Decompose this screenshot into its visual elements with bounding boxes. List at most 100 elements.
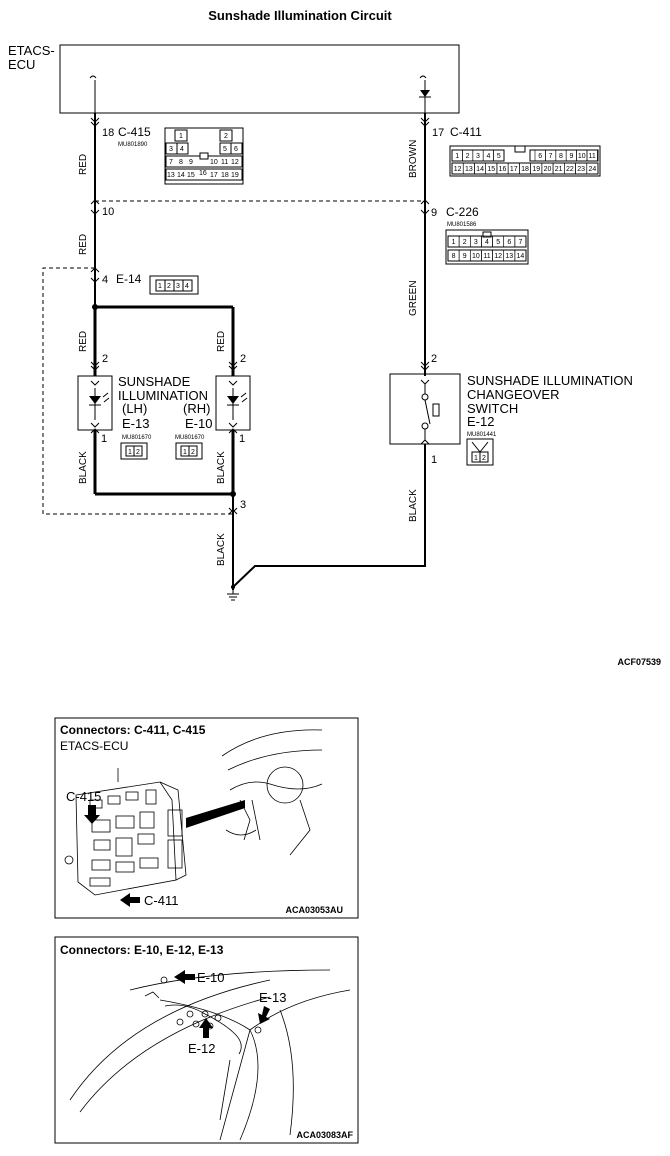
connector-box-e10-e12-e13 — [54, 936, 359, 1144]
c411-cell: 2 — [466, 153, 470, 160]
c415-cell: 10 — [210, 159, 218, 166]
pin-1-lh: 1 — [101, 433, 107, 445]
e14-cell: 4 — [185, 283, 189, 290]
pin-1-switch: 1 — [431, 454, 437, 466]
switch-label-2: CHANGEOVER — [467, 387, 559, 402]
arrow-e10-icon — [174, 970, 195, 984]
connector-c226-label: C-226 — [446, 205, 479, 219]
c415-cell: 12 — [231, 159, 239, 166]
c415-cell: 1 — [179, 133, 183, 140]
c226-cell: 14 — [517, 253, 525, 260]
c226-cell: 3 — [474, 239, 478, 246]
shield-outline — [42, 267, 233, 515]
c411-cell: 12 — [454, 166, 462, 173]
switch-actuator-icon — [432, 403, 440, 417]
c415-cell: 6 — [234, 146, 238, 153]
box2-ref: ACA03083AF — [296, 1130, 353, 1140]
part-rh: MU801670 — [175, 435, 205, 441]
c415-cell: 11 — [221, 159, 228, 166]
c411-cell: 20 — [544, 166, 552, 173]
c411-cell: 1 — [455, 153, 459, 160]
pin-17: 17 — [432, 127, 444, 139]
pin-3: 3 — [240, 499, 246, 511]
pin-9: 9 — [431, 207, 437, 219]
pin-4: 4 — [102, 274, 108, 286]
ecu-input-symbol — [89, 75, 97, 79]
c411-cell: 7 — [549, 153, 553, 160]
c411-cell: 21 — [555, 166, 563, 173]
e14-cell: 2 — [167, 283, 171, 290]
e13-cell: 1 — [128, 449, 132, 456]
e12-cell: 2 — [482, 455, 486, 462]
part-lh: MU801670 — [122, 435, 152, 441]
c415-cell: 16 — [199, 170, 207, 177]
e13-connector-face: 1 2 — [120, 442, 148, 460]
switch-label-1: SUNSHADE ILLUMINATION — [467, 373, 633, 388]
sunshade-label-1: SUNSHADE — [118, 374, 191, 389]
etacs-ecu-box — [59, 44, 460, 114]
sunshade-lh: (LH) — [122, 401, 147, 416]
c411-cell: 4 — [486, 153, 490, 160]
c411-cell: 5 — [497, 153, 501, 160]
etacs-label-1: ETACS- — [8, 43, 55, 58]
c226-cell: 2 — [463, 239, 467, 246]
pin-2-rh: 2 — [240, 353, 246, 365]
pin-10: 10 — [102, 206, 114, 218]
box1-subheading: ETACS-ECU — [60, 739, 128, 753]
c226-part: MU801586 — [447, 222, 477, 228]
arrow-e13-icon — [258, 1006, 270, 1024]
led-icon — [89, 396, 101, 404]
wire-red-1: RED — [78, 154, 89, 175]
c415-cell: 3 — [169, 146, 173, 153]
c411-cell: 9 — [569, 153, 573, 160]
wire-red-rh: RED — [216, 331, 227, 352]
c226-cell: 11 — [483, 253, 490, 260]
c411-cell: 22 — [566, 166, 574, 173]
e10-connector-face: 1 2 — [175, 442, 203, 460]
wire-black-rh: BLACK — [216, 451, 227, 484]
c411-cell: 24 — [588, 166, 596, 173]
c415-cell: 2 — [224, 133, 228, 140]
led-icon — [227, 396, 239, 404]
c415-cell: 5 — [223, 146, 227, 153]
c226-cell-border — [514, 249, 527, 262]
pin-18: 18 — [102, 127, 114, 139]
box1-ref: ACA03053AU — [285, 905, 343, 915]
arrow-c415-icon — [84, 805, 100, 824]
zoom-wedge — [186, 800, 245, 828]
callout-e10: E-10 — [197, 970, 224, 985]
c411-cell: 14 — [476, 166, 484, 173]
c411-cell: 3 — [476, 153, 480, 160]
e13-cell: 2 — [136, 449, 140, 456]
c226-cell: 5 — [496, 239, 500, 246]
c415-cell: 4 — [180, 146, 184, 153]
pin-2-lh: 2 — [102, 353, 108, 365]
c415-cell: 18 — [221, 172, 229, 179]
c415-cell: 15 — [187, 172, 195, 179]
figure-ref: ACF07539 — [617, 657, 661, 667]
etacs-ecu-illustration — [64, 768, 187, 896]
sunshade-e10: E-10 — [185, 416, 212, 431]
e10-cell: 2 — [191, 449, 195, 456]
c411-cell: 11 — [589, 153, 596, 160]
c411-cell: 8 — [559, 153, 563, 160]
c226-cell: 13 — [505, 253, 513, 260]
c226-cell: 8 — [452, 253, 456, 260]
sunshade-label-2: ILLUMINATION — [118, 388, 208, 403]
pin-2-switch: 2 — [431, 353, 437, 365]
c411-cell: 13 — [465, 166, 473, 173]
c411-cell-border — [493, 149, 505, 162]
c415-cell: 19 — [231, 172, 239, 179]
roof-windshield-illustration — [69, 969, 351, 1141]
c226-cell: 7 — [518, 239, 522, 246]
ground-icon — [227, 589, 239, 601]
e14-connector-face: 1 2 3 4 — [149, 275, 199, 295]
c415-part: MU801890 — [118, 142, 148, 148]
c415-cell: 14 — [177, 172, 185, 179]
c226-cell: 4 — [485, 239, 489, 246]
box1-heading: Connectors: C-411, C-415 — [60, 723, 206, 737]
e12-connector-face: 1 2 — [466, 438, 494, 466]
callout-c415: C-415 — [66, 789, 101, 804]
connector-e14-label: E-14 — [116, 272, 142, 286]
